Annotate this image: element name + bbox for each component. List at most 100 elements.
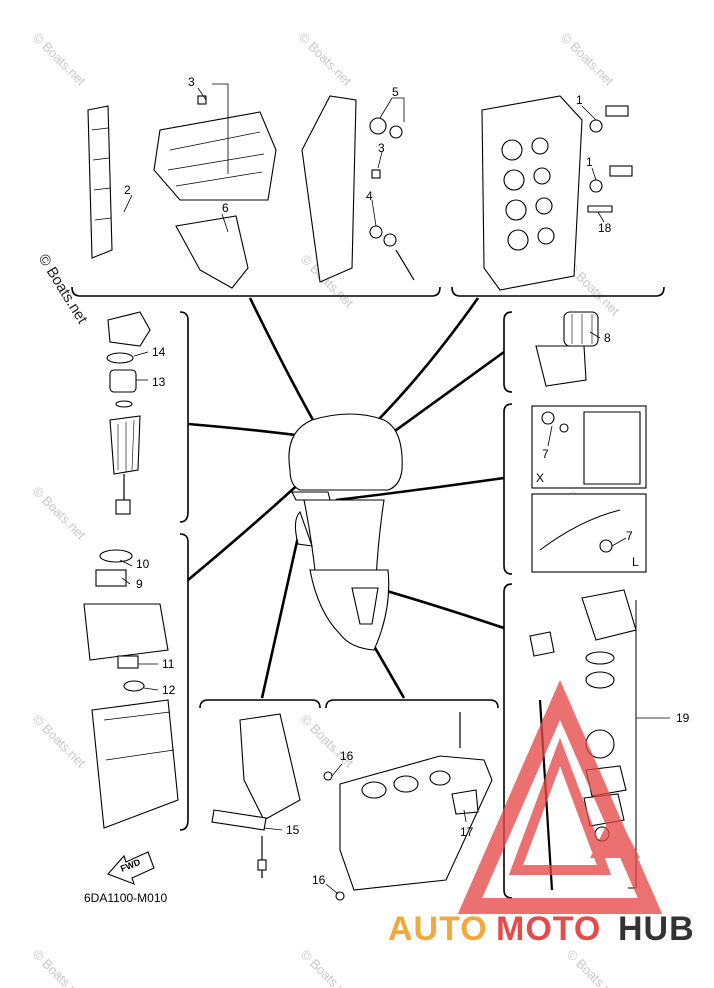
leader-top-left [248,297,324,437]
fwd-arrow-icon [107,851,155,885]
fuel-pump [117,655,139,669]
bracket-left-upper [179,311,189,523]
outboard-engine-silhouette [288,413,403,651]
filter-element [109,369,137,393]
exhaust-cover [87,105,113,259]
anode-cover [609,165,633,177]
top-right-panel [481,95,633,291]
vapor-separator-assembly [83,549,179,829]
top-left-panel [87,95,415,289]
bracket-top-right [451,286,665,297]
callout-4: 4 [366,189,373,203]
watermark: © Boats.net [298,947,357,988]
leader-bottom-left [260,527,302,699]
water-sensor [115,499,131,515]
callout-numbers: 1 1 2 3 3 4 5 6 7 7 8 9 10 11 12 13 14 1… [124,75,690,887]
gasket [99,549,133,563]
bracket-top-left [71,286,441,297]
bracket-left-lower [179,533,189,831]
lower-case-assembly [323,712,493,901]
leader-insets [335,476,505,502]
pump-housing [581,589,637,641]
o-ring [106,352,134,364]
callout-17: 17 [460,825,474,839]
group-brackets [71,286,665,899]
anode-fin [351,587,379,625]
callout-9: 9 [136,577,143,591]
spacer [371,169,381,179]
separator-cover [91,699,179,829]
callout-18: 18 [598,221,612,235]
callout-15: 15 [286,823,300,837]
bolt [197,95,207,105]
inset-l: L [531,493,647,573]
callout-3: 3 [188,75,195,89]
logo-word-auto: AUTO [388,910,488,948]
callout-6: 6 [222,201,229,215]
callout-7: 7 [542,447,549,461]
valve [369,225,383,239]
callout-16: 16 [312,873,326,887]
watermark: © Boats.net [30,712,89,771]
liner [585,671,615,689]
callout-19: 19 [676,711,690,725]
cylinder-head [481,95,583,291]
bracket-bottom-bracket [199,699,321,709]
separator-body [83,603,169,661]
thermostat-cover [175,215,249,289]
gasket-ring [389,125,403,139]
watermark: © Boats.net [30,947,89,988]
automotohub-logo: AUTO MOTO HUB [388,680,695,948]
watermark: © Boats.net [558,30,617,89]
logo-triangle-icon [457,680,663,914]
filter-head [107,311,151,347]
watermark: © Boats.net [30,484,89,543]
callout-13: 13 [152,375,166,389]
cylinder-head-top [153,111,277,201]
inset-l-frame [531,493,647,573]
bracket-bottom-lowercase [325,699,499,709]
float [95,569,127,587]
midsection [303,499,385,581]
valve-seat [383,233,397,247]
thermostat [369,117,387,135]
cylinder-head-side [301,95,357,283]
fwd-arrow: FWD [107,851,155,885]
callout-8: 8 [604,331,611,345]
engine-cowling [288,413,403,491]
swivel-bracket [294,510,313,547]
callout-2: 2 [124,183,131,197]
lower-unit [309,569,390,651]
callout-16: 16 [340,749,354,763]
anode [589,179,603,193]
callout-11: 11 [162,657,175,671]
callout-12: 12 [162,683,176,697]
oil-filter-assembly [535,311,599,387]
callout-10: 10 [136,557,150,571]
callout-1: 1 [586,155,593,169]
diagram-code: 6DA1100-M010 [84,891,167,905]
inset-x-label: X [536,471,544,485]
callout-5: 5 [392,85,399,99]
watermark: © Boats.net [296,30,355,89]
anode-cover [605,105,629,117]
seal [123,680,145,692]
drain-plug [541,411,555,425]
callout-1: 1 [576,93,583,107]
callout-3: 3 [378,141,385,155]
filter-bracket [535,345,587,387]
lower-case [339,755,493,891]
bracket-right-pump [503,583,513,899]
logo-word-hub: HUB [618,910,695,948]
leader-lines [187,297,505,699]
copyright-watermark: © Boats.net [35,251,92,327]
spark-plug [587,205,613,213]
o-ring [585,651,615,665]
watermark: © Boats.net [30,30,89,89]
callout-14: 14 [152,345,166,359]
anode [589,119,603,133]
trim-tab-anode [451,789,479,815]
oil-filter [563,311,599,347]
cowling-band [291,491,331,501]
